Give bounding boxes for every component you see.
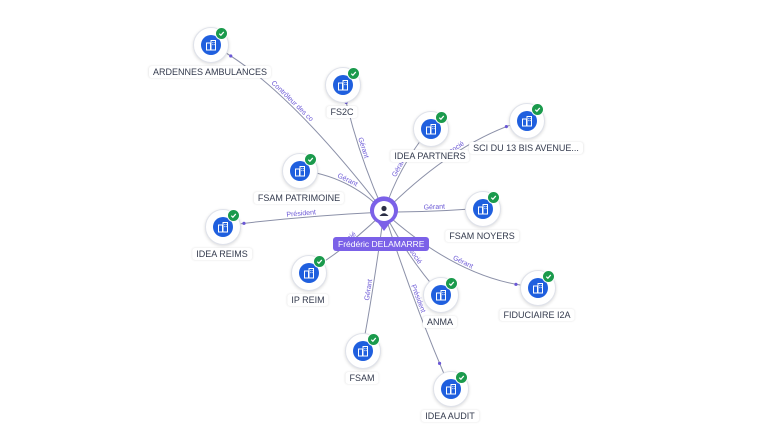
center-person-pin[interactable] [368, 196, 400, 237]
building-icon [517, 111, 537, 131]
company-node-circle[interactable] [291, 255, 327, 291]
building-icon [473, 199, 493, 219]
edge-label-fsam-noyers: Gérant [424, 204, 446, 212]
edge-label-idea-reims: Président [286, 209, 316, 219]
edge-label-fs2c: Gérant [356, 137, 369, 160]
building-icon [431, 285, 451, 305]
edge-label-fsam-patrimoine: Gérant [336, 172, 358, 188]
company-node-label[interactable]: SCI DU 13 BIS AVENUE... [469, 142, 583, 154]
verified-check-icon [227, 209, 240, 222]
building-icon [213, 217, 233, 237]
company-node-circle[interactable] [325, 67, 361, 103]
edge-fiduciaire-i2a [383, 211, 538, 288]
company-node-label[interactable]: FIDUCIAIRE I2A [499, 309, 575, 321]
company-node-label[interactable]: IP REIM [287, 294, 329, 306]
company-node-circle[interactable] [509, 103, 545, 139]
verified-check-icon [445, 277, 458, 290]
company-node-label[interactable]: IDEA PARTNERS [390, 150, 470, 162]
person-icon [370, 196, 398, 231]
company-node-label[interactable]: IDEA AUDIT [421, 410, 479, 422]
verified-check-icon [455, 371, 468, 384]
verified-check-icon [531, 103, 544, 116]
building-icon [290, 161, 310, 181]
edge-arrow-ardennes-ambulances [229, 54, 233, 58]
verified-check-icon [367, 333, 380, 346]
verified-check-icon [542, 270, 555, 283]
edge-sci-du-13-bis [383, 119, 527, 213]
building-icon [441, 379, 461, 399]
company-node-circle[interactable] [345, 333, 381, 369]
building-icon [333, 75, 353, 95]
company-node-circle[interactable] [282, 153, 318, 189]
company-node-label[interactable]: FS2C [326, 106, 358, 118]
company-node-label[interactable]: FSAM [345, 372, 379, 384]
edge-ardennes-ambulances [209, 43, 385, 213]
edge-idea-audit [383, 211, 451, 389]
company-node-label[interactable]: FSAM NOYERS [445, 230, 519, 242]
building-icon [353, 341, 373, 361]
company-node-circle[interactable] [205, 209, 241, 245]
verified-check-icon [487, 191, 500, 204]
company-node-label[interactable]: IDEA REIMS [192, 248, 252, 260]
building-icon [299, 263, 319, 283]
company-node-label[interactable]: FSAM PATRIMOINE [253, 192, 345, 204]
edge-arrow-idea-audit [437, 361, 442, 365]
verified-check-icon [435, 111, 448, 124]
edge-arrow-sci-du-13-bis [504, 125, 508, 129]
verified-check-icon [304, 153, 317, 166]
edge-label-fsam: Gérant [364, 279, 374, 301]
edge-arrow-fiduciaire-i2a [514, 282, 518, 286]
edge-arrow-idea-reims [242, 221, 246, 225]
verified-check-icon [215, 27, 228, 40]
edge-label-fiduciaire-i2a: Gérant [452, 255, 474, 271]
building-icon [528, 278, 548, 298]
center-person-label[interactable]: Frédéric DELAMARRE [333, 237, 430, 251]
company-node-label[interactable]: ANMA [422, 316, 458, 328]
edge-label-ardennes-ambulances: Contrôleur des co [270, 80, 315, 123]
verified-check-icon [313, 255, 326, 268]
company-node-label[interactable]: ARDENNES AMBULANCES [148, 66, 272, 78]
building-icon [421, 119, 441, 139]
building-icon [201, 35, 221, 55]
verified-check-icon [347, 67, 360, 80]
company-node-circle[interactable] [423, 277, 459, 313]
